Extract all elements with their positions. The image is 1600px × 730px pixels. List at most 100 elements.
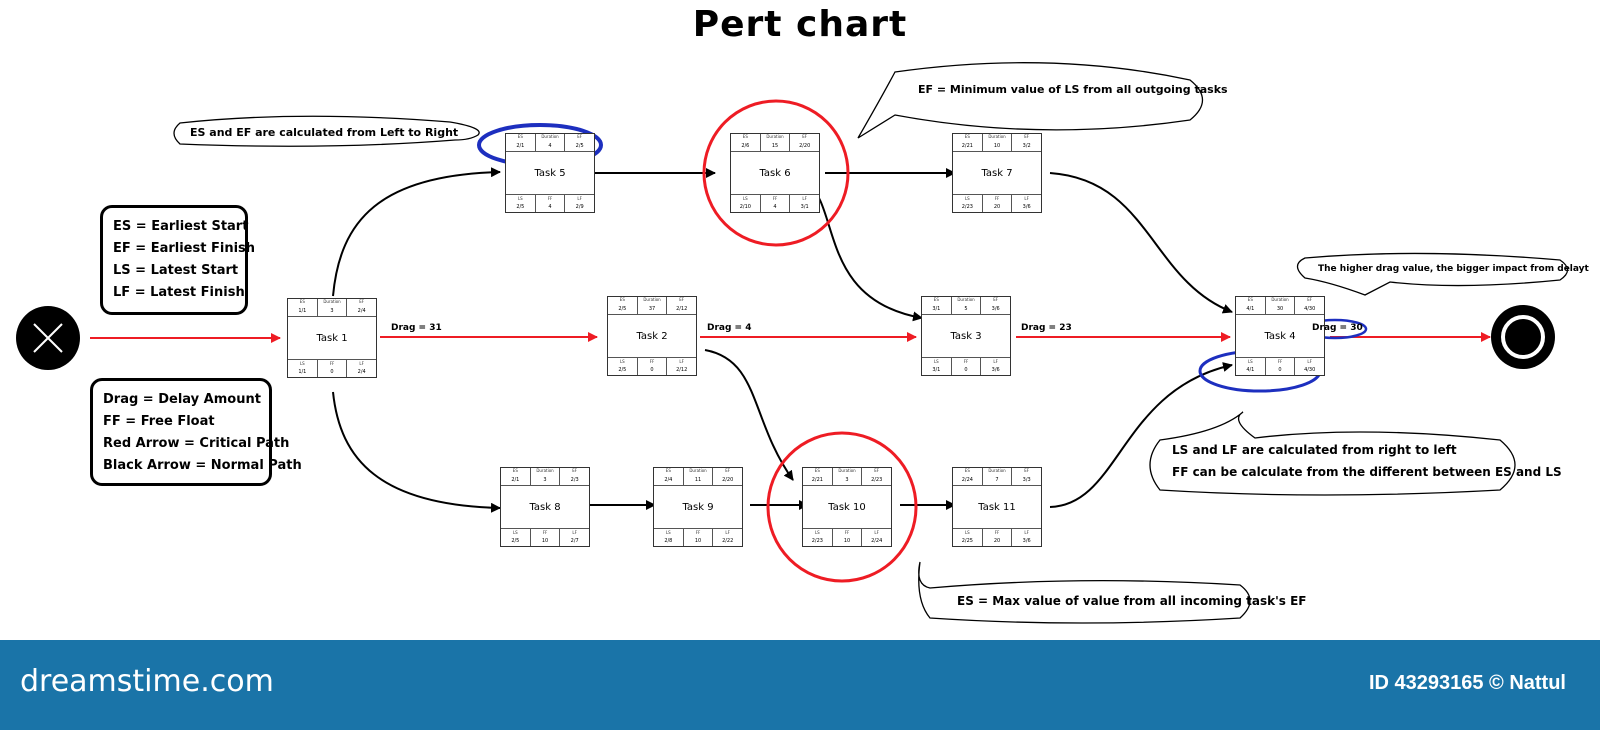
cell-value: 4/1 [1246,306,1255,312]
cell-label: LF [725,530,730,535]
cell-value: 2/23 [811,538,823,544]
cell-value: 2/21 [811,477,823,483]
task-top-cell: EF 2/12 [667,297,697,315]
cell-label: LF [802,196,807,201]
task-name: Task 4 [1264,330,1296,342]
cell-value: 11 [694,477,702,483]
note-higher-drag: The higher drag value, the bigger impact… [1318,264,1589,274]
cell-label: EF [1307,297,1313,302]
cell-value: 4 [548,143,552,149]
cell-label: LS [665,530,671,535]
cell-label: LF [1307,359,1312,364]
cell-value: 10 [694,538,702,544]
cell-label: Duration [323,299,341,304]
task-name: Task 2 [636,330,668,342]
cell-value: 2/7 [570,538,579,544]
cell-value: 2/1 [516,143,525,149]
cell-value: 15 [771,143,779,149]
cell-value: 2/5 [511,538,520,544]
task-name: Task 11 [978,501,1016,513]
cell-value: 3/6 [991,306,1000,312]
cell-value: 2/3 [570,477,579,483]
cell-value: 2/4 [664,477,673,483]
cell-label: ES [619,297,625,302]
cell-label: FF [1277,359,1283,364]
cell-value: 2/5 [618,367,627,373]
cell-label: EF [1024,468,1030,473]
cell-value: 2/22 [722,538,734,544]
cell-value: 3/2 [1022,143,1031,149]
cell-value: 2/20 [799,143,811,149]
cell-value: 2/25 [961,538,973,544]
legend-drag: Drag = Delay Amount [103,392,261,407]
cell-label: Duration [643,297,661,302]
cell-value: 2/4 [357,308,366,314]
stock-footer [0,640,1600,730]
cell-value: 3/6 [1022,204,1031,210]
task-name: Task 5 [534,167,566,179]
cell-label: LF [1024,196,1029,201]
cell-label: ES [517,134,523,139]
cell-label: Duration [988,134,1006,139]
cell-label: ES [512,468,518,473]
cell-value: 2/5 [618,306,627,312]
task-top-row: ES 2/5 Duration 37 EF 2/12 [608,297,697,315]
cell-label: Duration [957,297,975,302]
cell-value: 3/6 [991,367,1000,373]
cell-label: LF [874,530,879,535]
cell-value: 37 [648,306,656,312]
cell-value: 2/12 [676,367,688,373]
cell-value: 3 [845,477,849,483]
cell-label: EF [802,134,808,139]
legend-terms: ES = Earliest Start EF = Earliest Finish… [100,205,255,315]
cell-label: LS [964,196,970,201]
cell-value: 2/9 [575,204,584,210]
drag-label-task1: Drag = 31 [391,323,442,333]
cell-value: 4/30 [1304,306,1316,312]
cell-value: 2/8 [664,538,673,544]
cell-value: 7 [995,477,999,483]
cell-label: EF [359,299,365,304]
drag-label-task2: Drag = 4 [707,323,752,333]
critical-path-arrows [90,332,1491,343]
cell-label: ES [814,468,820,473]
task-top-cell: ES 2/5 [608,297,638,315]
cell-value: 2/24 [871,538,883,544]
cell-label: LF [993,359,998,364]
cell-value: 0 [650,367,654,373]
cell-value: 2/6 [741,143,750,149]
cell-value: 4/1 [1246,367,1255,373]
end-node [1491,305,1555,369]
cell-label: Duration [988,468,1006,473]
task-bot-cell: LF 3/6 [981,357,1011,375]
cell-label: Duration [838,468,856,473]
cell-label: FF [542,530,548,535]
cell-value: 2/12 [676,306,688,312]
cell-label: EF [679,297,685,302]
